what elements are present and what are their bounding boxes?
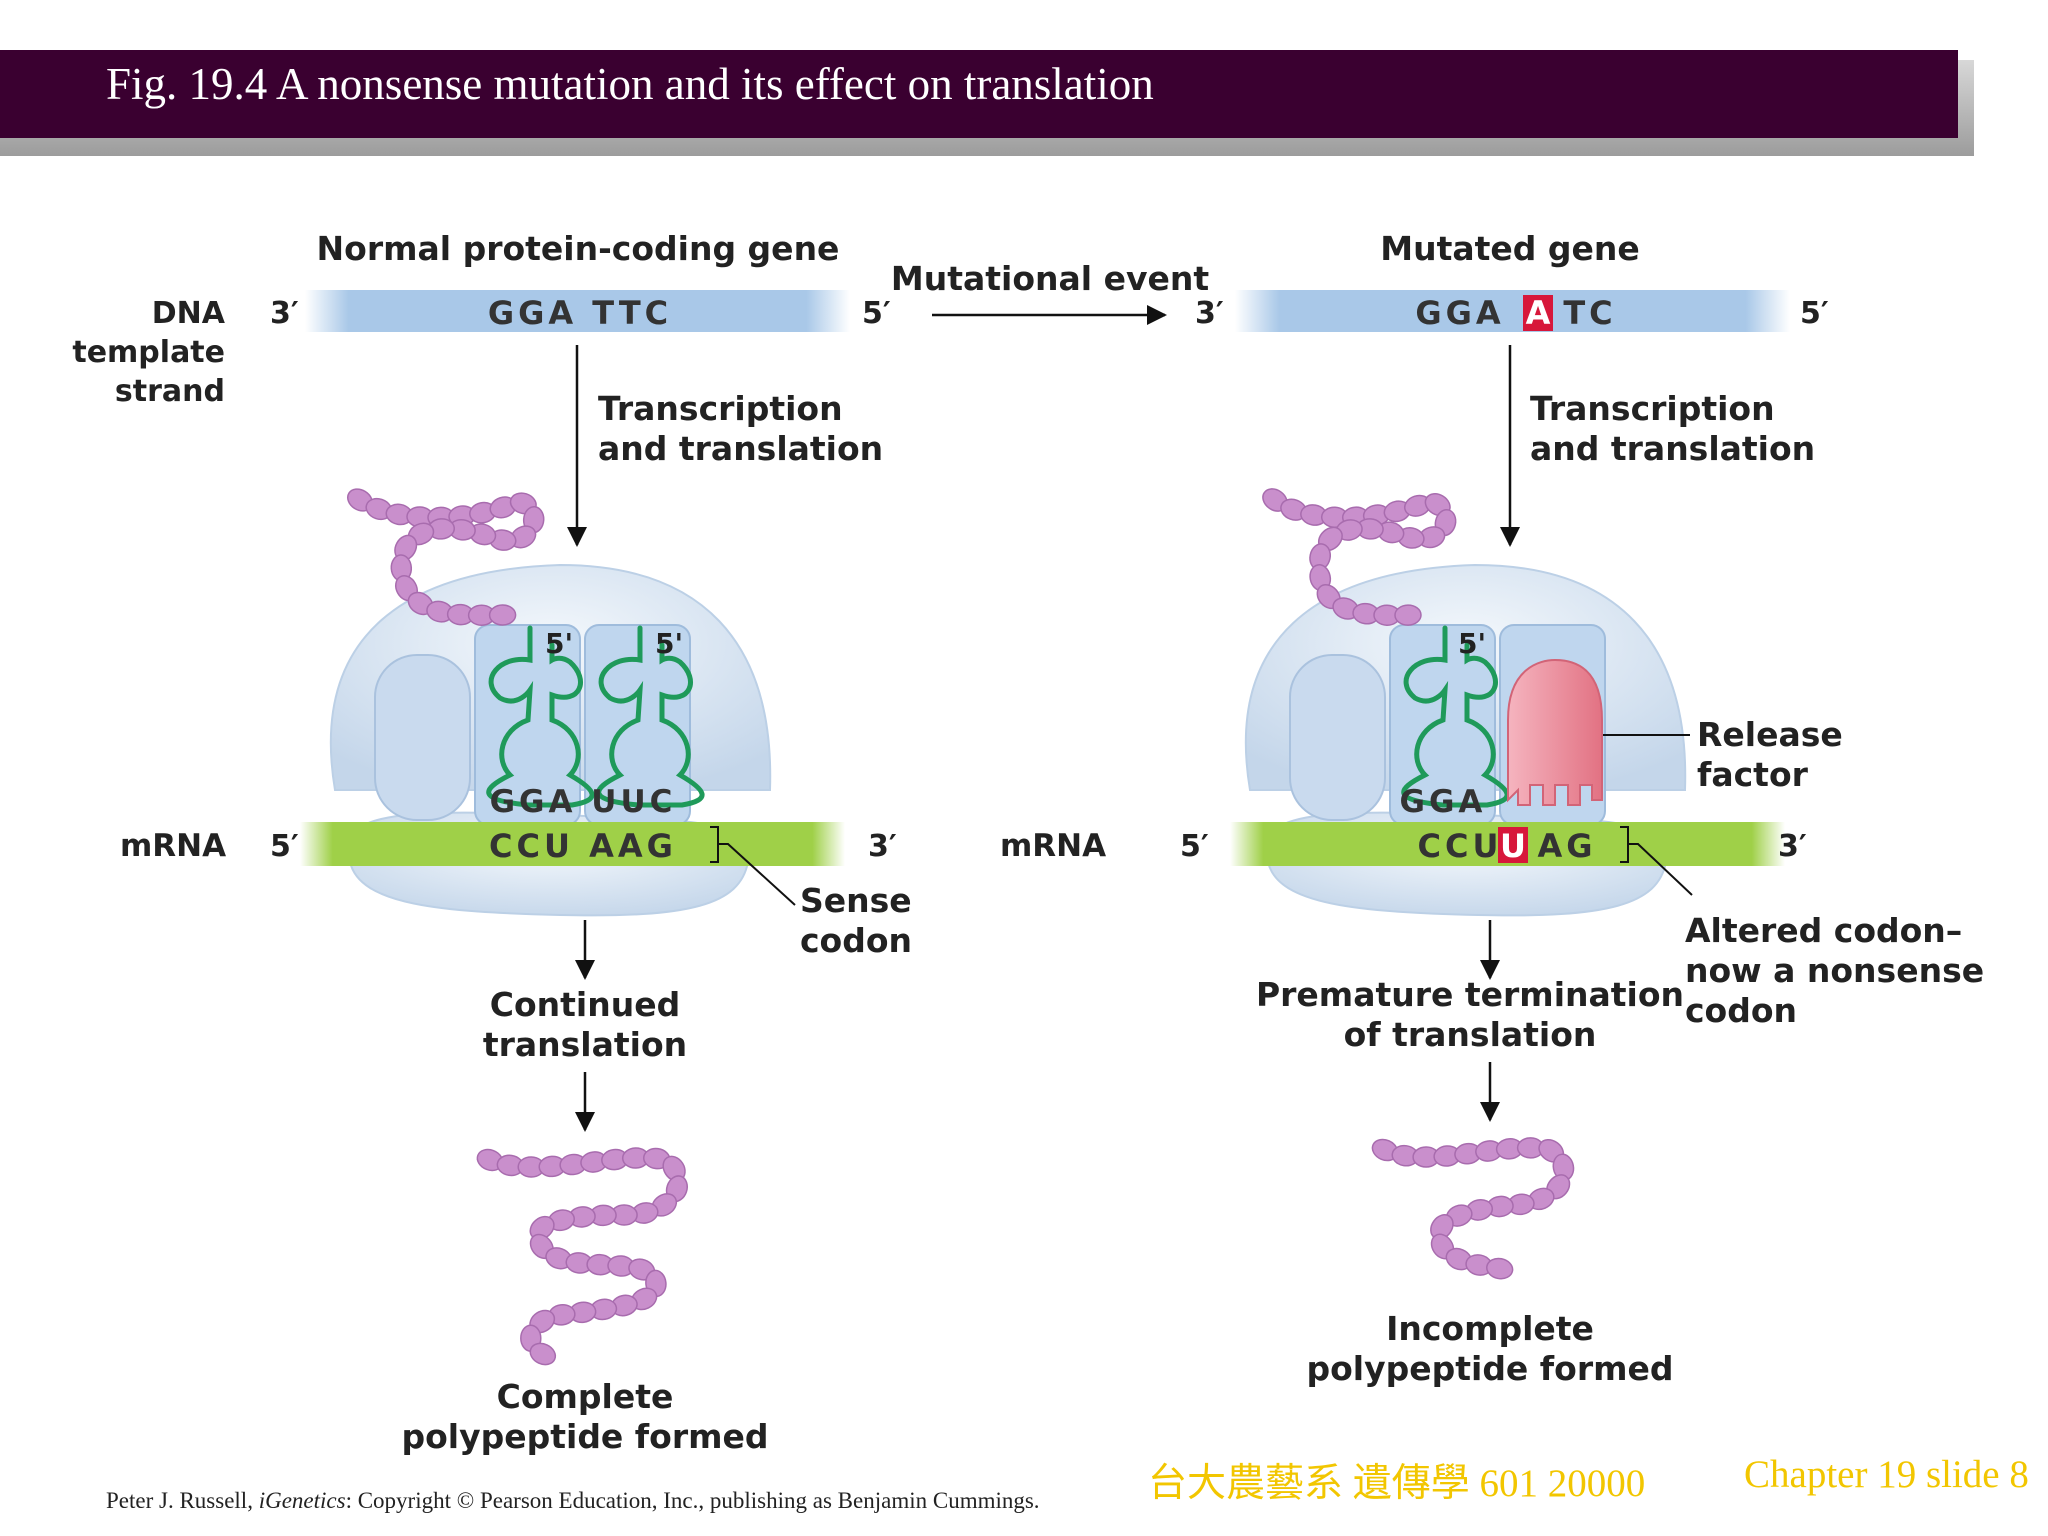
amino-acid-bead (529, 1215, 555, 1241)
nonsense-codon-line3: codon (1685, 991, 1797, 1030)
right-step-line1: Transcription (1530, 389, 1775, 428)
nonsense-codon-pointer (1620, 826, 1693, 896)
mutated-mrna-base: U (1500, 827, 1526, 865)
right-outcome-line2: polypeptide formed (1306, 1349, 1673, 1388)
left-mrna-5-end: 5′ (270, 829, 299, 864)
right-growing-polypeptide (1262, 488, 1457, 626)
left-panel-title: Normal protein-coding gene (317, 229, 840, 268)
left-trna-p (486, 625, 595, 808)
slide-number: Chapter 19 slide 8 (1744, 1453, 2029, 1496)
left-outcome-line2: polypeptide formed (401, 1417, 768, 1456)
sense-codon-line1: Sense (800, 881, 912, 920)
right-ribosome-e-site (1289, 654, 1386, 821)
right-outcome-line1: Incomplete (1386, 1309, 1594, 1348)
left-trna-a-5-end: 5' (655, 627, 683, 660)
right-mrna-label: mRNA (1000, 828, 1106, 864)
left-trna-a (596, 625, 705, 808)
right-trna-p (1401, 625, 1510, 808)
mutated-dna-seq-pre: GGA (1415, 294, 1504, 332)
left-mrna-label: mRNA (120, 828, 226, 864)
normal-dna-sequence: GGA TTC (488, 294, 672, 332)
left-mrna-3-end: 3′ (868, 829, 897, 864)
release-factor-line1: Release (1697, 715, 1843, 754)
mutated-dna-5-end: 5′ (1800, 296, 1829, 331)
right-trna-5-end: 5' (1458, 627, 1486, 660)
dna-label-line2: template (72, 335, 225, 370)
sense-codon-line2: codon (800, 921, 912, 960)
left-anticodons: GGA UUC (490, 784, 677, 820)
sense-codon-pointer (710, 826, 796, 906)
mutated-dna-seq-post: TC (1563, 294, 1616, 332)
credit-prefix: Peter J. Russell, (106, 1488, 259, 1513)
release-factor-shape (1507, 658, 1603, 806)
left-outcome-line1: Complete (497, 1377, 674, 1416)
credit-book-title: iGenetics (258, 1488, 346, 1513)
left-mrna-sequence: CCU AAG (489, 827, 677, 865)
left-step-line2: and translation (598, 429, 883, 468)
right-step-line2: and translation (1530, 429, 1815, 468)
right-result-line2: of translation (1344, 1015, 1597, 1054)
left-result-line2: translation (483, 1025, 687, 1064)
left-result-line1: Continued (490, 985, 680, 1024)
mutated-dna-base: A (1526, 294, 1551, 332)
release-factor-line2: factor (1697, 755, 1809, 794)
incomplete-polypeptide (1371, 1137, 1575, 1280)
right-panel-title: Mutated gene (1380, 229, 1640, 268)
mutated-dna-3-end: 3′ (1195, 296, 1224, 331)
dna-label-line3: strand (115, 374, 225, 409)
credit-suffix: : Copyright © Pearson Education, Inc., p… (345, 1488, 1040, 1513)
right-anticodon: GGA (1400, 784, 1487, 820)
amino-acid-bead (488, 604, 517, 626)
nonsense-codon-line1: Altered codon– (1685, 911, 1962, 950)
copyright-credit: Peter J. Russell, iGenetics: Copyright ©… (106, 1488, 1040, 1514)
dna-mutation-highlight (1523, 295, 1553, 331)
normal-dna-5-end: 5′ (862, 296, 891, 331)
left-ribosome-e-site (374, 654, 471, 821)
left-step-line1: Transcription (598, 389, 843, 428)
complete-polypeptide (476, 1147, 688, 1366)
right-result-line1: Premature termination (1256, 975, 1684, 1014)
nonsense-codon-line2: now a nonsense (1685, 951, 1984, 990)
normal-dna-3-end: 3′ (270, 296, 299, 331)
right-mrna-seq-pre: CCU (1418, 827, 1503, 865)
amino-acid-bead (1486, 1257, 1514, 1280)
left-mrna-strand (300, 822, 845, 866)
amino-acid-bead (529, 1342, 557, 1366)
dna-label-line1: DNA (152, 296, 226, 331)
mutational-event-label: Mutational event (891, 259, 1209, 298)
right-mrna-3-end: 3′ (1778, 829, 1807, 864)
mrna-mutation-highlight (1498, 827, 1528, 863)
mutated-dna-strand (1235, 290, 1790, 332)
left-trna-p-5-end: 5' (545, 627, 573, 660)
slide-title: Fig. 19.4 A nonsense mutation and its ef… (106, 59, 1154, 109)
right-mrna-5-end: 5′ (1180, 829, 1209, 864)
left-growing-polypeptide (347, 488, 545, 626)
amino-acid-bead (1394, 604, 1422, 626)
right-mrna-seq-post: AG (1537, 827, 1596, 865)
normal-dna-strand (305, 290, 850, 332)
course-label: 台大農藝系 遺傳學 601 20000 (1148, 1462, 1646, 1505)
title-bar (0, 50, 1958, 138)
